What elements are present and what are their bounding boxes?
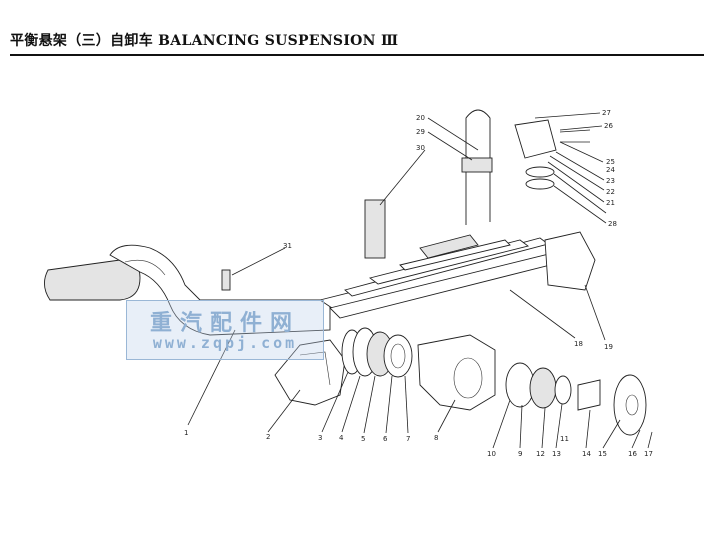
callout-22: 22 <box>606 188 615 196</box>
callout-14: 14 <box>582 450 591 458</box>
callout-21: 21 <box>606 199 615 207</box>
callout-11: 11 <box>560 435 569 443</box>
spring-seat <box>417 334 496 411</box>
callout-13: 13 <box>552 450 561 458</box>
plate <box>364 199 386 259</box>
callout-19: 19 <box>604 343 613 351</box>
callout-12: 12 <box>536 450 545 458</box>
callout-31: 31 <box>283 242 292 250</box>
callout-25: 25 <box>606 158 615 166</box>
leaf-spring <box>318 234 580 319</box>
watermark: 重汽配件网 www.zqpj.com <box>126 300 324 360</box>
support-bracket <box>274 339 346 406</box>
callout-18: 18 <box>574 340 583 348</box>
callout-1: 1 <box>184 429 188 437</box>
callout-3: 3 <box>318 434 322 442</box>
callout-15: 15 <box>598 450 607 458</box>
callout-23: 23 <box>606 177 615 185</box>
callout-10: 10 <box>487 450 496 458</box>
callout-6: 6 <box>383 435 388 443</box>
watermark-url: www.zqpj.com <box>152 334 298 352</box>
watermark-chinese: 重汽配件网 <box>149 311 300 336</box>
callout-5: 5 <box>361 435 365 443</box>
callout-30: 30 <box>416 144 425 152</box>
callout-27: 27 <box>602 109 611 117</box>
callout-17: 17 <box>644 450 653 458</box>
callout-8: 8 <box>434 434 438 442</box>
callout-4: 4 <box>339 434 344 442</box>
u-bolt <box>461 109 493 225</box>
pin <box>221 269 231 291</box>
seal-rings <box>341 327 413 378</box>
callout-29: 29 <box>416 128 425 136</box>
callout-7: 7 <box>406 435 410 443</box>
leader-lines <box>187 112 653 449</box>
page-title: 平衡悬架（三）自卸车 BALANCING SUSPENSION Ⅲ <box>10 33 399 49</box>
callout-9: 9 <box>518 450 522 458</box>
cover-plate <box>514 119 591 190</box>
axle-tube <box>44 244 331 336</box>
callout-20: 20 <box>416 114 425 122</box>
hub-assembly <box>505 362 647 436</box>
end-bracket <box>544 231 596 291</box>
callout-16: 16 <box>628 450 637 458</box>
callout-26: 26 <box>604 122 613 130</box>
callout-2: 2 <box>266 433 270 441</box>
title-rule <box>10 54 704 56</box>
callout-24: 24 <box>606 166 615 174</box>
callout-28: 28 <box>608 220 617 228</box>
